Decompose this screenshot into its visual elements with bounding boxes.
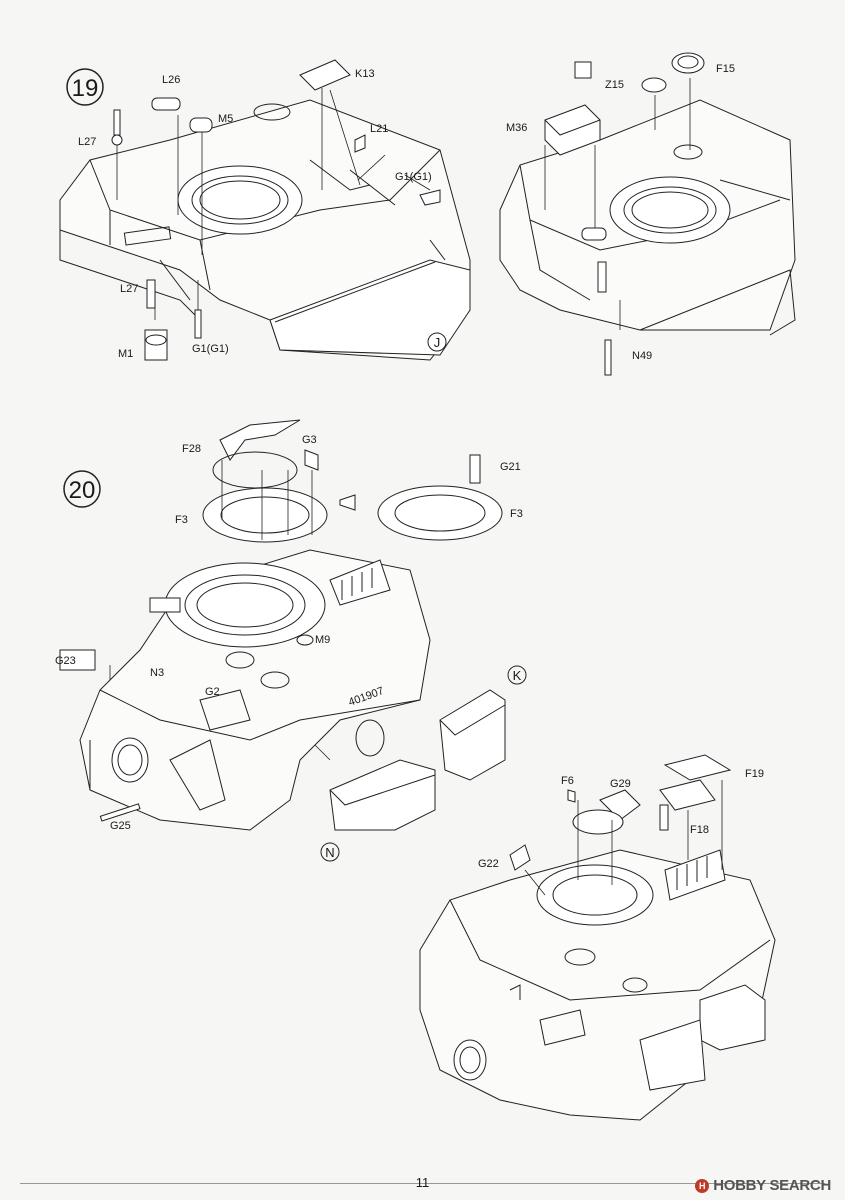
- step19-left-drawing: [59, 99, 471, 361]
- svg-text:F3: F3: [175, 514, 188, 526]
- step19-number: 19: [66, 68, 104, 106]
- svg-text:M1: M1: [118, 348, 133, 360]
- step20-detail-hull: [419, 849, 776, 1121]
- page-number: 11: [415, 1175, 430, 1190]
- step19-right-arrows: [544, 78, 691, 330]
- svg-text:J: J: [434, 335, 441, 350]
- svg-text:Z15: Z15: [605, 79, 624, 91]
- svg-text:K: K: [513, 668, 522, 683]
- svg-text:G21: G21: [500, 461, 521, 473]
- svg-text:K13: K13: [355, 68, 375, 80]
- svg-text:G1(G1): G1(G1): [192, 343, 229, 355]
- step19-left-parts: [111, 59, 441, 361]
- step19-right-labels: F15 Z15 M36 N49: [506, 63, 735, 362]
- svg-text:F18: F18: [690, 824, 709, 836]
- watermark-text: HOBBY SEARCH: [713, 1177, 831, 1194]
- step20-side-boxes: [59, 597, 506, 831]
- svg-text:L26: L26: [162, 74, 180, 86]
- svg-text:G25: G25: [110, 820, 131, 832]
- svg-text:M5: M5: [218, 113, 233, 125]
- svg-text:M9: M9: [315, 634, 330, 646]
- step19-left-labels: L26 K13 L27 M5 L21 G1(G1) L27 M1 G1(G1): [78, 68, 432, 360]
- step20-ref-k: K: [507, 665, 527, 685]
- step20-hull: [79, 549, 431, 831]
- step20-ref-n: N: [320, 842, 340, 862]
- svg-text:19: 19: [72, 75, 99, 102]
- watermark-logo-icon: H: [695, 1178, 710, 1193]
- svg-text:F15: F15: [716, 63, 735, 75]
- svg-text:G29: G29: [610, 778, 631, 790]
- step20-detail-labels: F6 G29 F19 F18 G22: [478, 768, 764, 870]
- svg-text:G3: G3: [302, 434, 317, 446]
- svg-text:F6: F6: [561, 775, 574, 787]
- step20-cupola-parts: [202, 419, 503, 543]
- svg-text:G22: G22: [478, 858, 499, 870]
- svg-text:N3: N3: [150, 667, 164, 679]
- step19-right-parts: [544, 52, 705, 376]
- svg-text:L27: L27: [120, 283, 138, 295]
- svg-text:G2: G2: [205, 686, 220, 698]
- svg-text:L27: L27: [78, 136, 96, 148]
- svg-text:F3: F3: [510, 508, 523, 520]
- svg-text:F19: F19: [745, 768, 764, 780]
- svg-text:L21: L21: [370, 123, 388, 135]
- watermark: H HOBBY SEARCH: [695, 1177, 831, 1194]
- svg-text:G23: G23: [55, 655, 76, 667]
- svg-text:N: N: [325, 845, 334, 860]
- footer-rule: [20, 1183, 825, 1184]
- step19-ref-j: J: [427, 332, 447, 352]
- svg-text:F28: F28: [182, 443, 201, 455]
- svg-text:20: 20: [69, 477, 96, 504]
- step20-detail-arrows: [524, 780, 723, 896]
- step19-right-drawing: [499, 99, 796, 336]
- step20-number: 20: [63, 470, 101, 508]
- svg-text:G1(G1): G1(G1): [395, 171, 432, 183]
- step20-detail-parts: [509, 754, 732, 871]
- svg-text:M36: M36: [506, 122, 527, 134]
- svg-text:N49: N49: [632, 350, 652, 362]
